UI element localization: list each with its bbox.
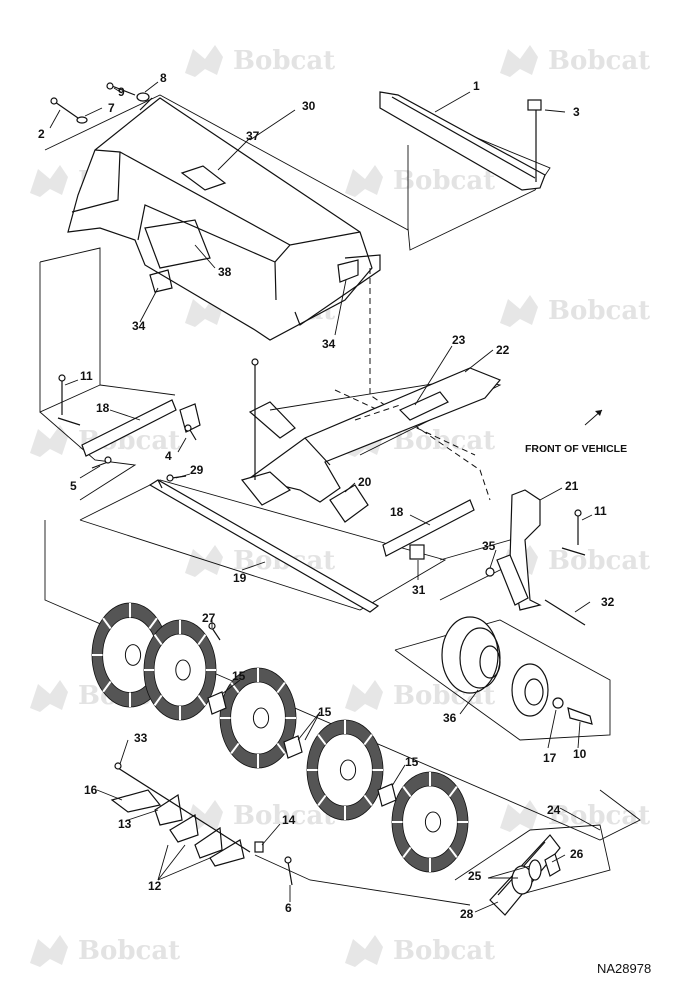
bobcat-logo-icon bbox=[500, 295, 538, 327]
callout-c25: 25 bbox=[468, 869, 482, 883]
callout-c1: 1 bbox=[473, 79, 480, 93]
misc-hardware bbox=[57, 374, 586, 641]
callout-c12: 12 bbox=[148, 879, 162, 893]
front-of-vehicle-label: FRONT OF VEHICLE bbox=[525, 443, 627, 455]
callout-c24: 24 bbox=[547, 803, 561, 817]
bobcat-logo-icon bbox=[345, 165, 383, 197]
callout-c3: 3 bbox=[573, 105, 580, 119]
callout-c19: 19 bbox=[233, 571, 247, 585]
watermark-logo: Bobcat bbox=[500, 295, 650, 327]
watermark-brand-text: Bobcat bbox=[233, 46, 335, 76]
callout-c10: 10 bbox=[573, 747, 587, 761]
callout-c23: 23 bbox=[452, 333, 466, 347]
callout-c15c: 15 bbox=[405, 755, 419, 769]
bobcat-logo-icon bbox=[500, 800, 538, 832]
rotor-disc bbox=[143, 619, 217, 721]
callout-c36: 36 bbox=[443, 711, 457, 725]
watermark-brand-text: Bobcat bbox=[393, 166, 495, 196]
callout-c18b: 18 bbox=[390, 505, 404, 519]
watermark-logo: Bobcat bbox=[185, 45, 335, 77]
callout-c13: 13 bbox=[118, 817, 132, 831]
watermark-logo: Bobcat bbox=[185, 800, 335, 832]
bobcat-logo-icon bbox=[500, 45, 538, 77]
callout-c26: 26 bbox=[570, 847, 584, 861]
watermark-brand-text: Bobcat bbox=[393, 936, 495, 966]
bobcat-logo-icon bbox=[185, 545, 223, 577]
watermark-brand-text: Bobcat bbox=[548, 546, 650, 576]
watermark-logo: Bobcat bbox=[345, 935, 495, 967]
bobcat-logo-icon bbox=[30, 425, 68, 457]
rotor-detail bbox=[489, 834, 561, 916]
callout-c28: 28 bbox=[460, 907, 474, 921]
bobcat-logo-icon bbox=[345, 935, 383, 967]
main-frame bbox=[240, 358, 501, 523]
callout-c8: 8 bbox=[160, 71, 167, 85]
hood-assembly bbox=[67, 97, 491, 501]
callout-c32: 32 bbox=[601, 595, 615, 609]
callout-c33: 33 bbox=[134, 731, 148, 745]
callout-c37: 37 bbox=[246, 129, 260, 143]
callout-c5: 5 bbox=[70, 479, 77, 493]
side-brackets bbox=[81, 399, 475, 560]
front-of-vehicle-indicator: FRONT OF VEHICLE bbox=[525, 409, 627, 455]
watermark-brand-text: Bobcat bbox=[548, 46, 650, 76]
deflector-plate bbox=[379, 91, 546, 191]
callout-c20: 20 bbox=[358, 475, 372, 489]
callout-c22: 22 bbox=[496, 343, 510, 357]
callout-c11b: 11 bbox=[594, 504, 607, 518]
callout-c18a: 18 bbox=[96, 401, 110, 415]
callout-c6: 6 bbox=[285, 901, 292, 915]
rotor-discs bbox=[91, 602, 469, 873]
callout-c11a: 11 bbox=[80, 369, 93, 383]
callout-c27: 27 bbox=[202, 611, 216, 625]
watermark-logo: Bobcat bbox=[185, 545, 335, 577]
watermark-logo: Bobcat bbox=[500, 45, 650, 77]
callout-c15a: 15 bbox=[232, 669, 246, 683]
callout-c31: 31 bbox=[412, 583, 426, 597]
bobcat-logo-icon bbox=[30, 165, 68, 197]
callout-c34a: 34 bbox=[132, 319, 146, 333]
hood-hardware bbox=[50, 82, 153, 124]
callout-c4: 4 bbox=[165, 449, 172, 463]
watermark-logo: Bobcat bbox=[345, 165, 495, 197]
callout-c38: 38 bbox=[218, 265, 232, 279]
gauge-wheel-assembly bbox=[441, 489, 593, 725]
bobcat-logo-icon bbox=[30, 935, 68, 967]
callout-c30: 30 bbox=[302, 99, 316, 113]
callout-c2: 2 bbox=[38, 127, 45, 141]
main-shaft bbox=[148, 479, 380, 613]
callout-leaders bbox=[49, 81, 601, 913]
callout-c35: 35 bbox=[482, 539, 496, 553]
watermark-logo: Bobcat bbox=[345, 680, 495, 712]
watermark-brand-text: Bobcat bbox=[78, 936, 180, 966]
callout-c16: 16 bbox=[84, 783, 98, 797]
callout-c9: 9 bbox=[118, 85, 125, 99]
bobcat-logo-icon bbox=[185, 45, 223, 77]
rotor-disc bbox=[306, 719, 384, 821]
bobcat-logo-icon bbox=[345, 680, 383, 712]
watermark-brand-text: Bobcat bbox=[548, 801, 650, 831]
callout-c17: 17 bbox=[543, 751, 557, 765]
bobcat-logo-icon bbox=[30, 680, 68, 712]
callout-c14: 14 bbox=[282, 813, 296, 827]
watermark-logo: Bobcat bbox=[30, 935, 180, 967]
reference-number: NA28978 bbox=[597, 961, 651, 976]
callout-c7: 7 bbox=[108, 101, 115, 115]
tine-assembly bbox=[110, 762, 293, 886]
callout-c15b: 15 bbox=[318, 705, 332, 719]
watermark-brand-text: Bobcat bbox=[548, 296, 650, 326]
watermark-logo: Bobcat bbox=[500, 800, 650, 832]
callout-c29: 29 bbox=[190, 463, 204, 477]
rotor-disc bbox=[219, 667, 297, 769]
callout-c21: 21 bbox=[565, 479, 579, 493]
rotor-disc bbox=[391, 771, 469, 873]
callout-c34b: 34 bbox=[322, 337, 336, 351]
